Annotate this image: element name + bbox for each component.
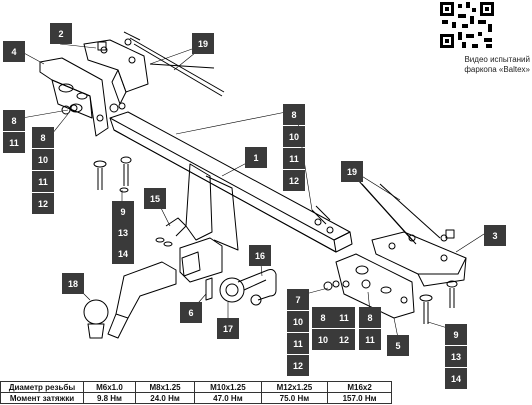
callout-10: 10 — [287, 311, 309, 332]
callout-12: 12 — [333, 329, 355, 350]
callout-3: 3 — [484, 225, 506, 246]
callout-12: 12 — [283, 170, 305, 191]
torque-table: Диаметр резьбы M6x1.0 M8x1.25 M10x1.25 M… — [0, 381, 392, 404]
thread-diameter-header: Диаметр резьбы — [0, 381, 84, 393]
callout-8: 8 — [312, 307, 334, 328]
callout-14: 14 — [112, 243, 134, 264]
callout-10: 10 — [312, 329, 334, 350]
callout-13: 13 — [445, 346, 467, 367]
tightening-torque-row: Момент затяжки 9.8 Нм 24.0 Нм 47.0 Нм 75… — [0, 392, 392, 404]
torque-cell: 24.0 Нм — [134, 392, 196, 404]
callout-13: 13 — [112, 222, 134, 243]
callout-4: 4 — [3, 41, 25, 62]
callout-5: 5 — [387, 335, 409, 356]
torque-cell: 47.0 Нм — [194, 392, 262, 404]
callout-17: 17 — [217, 318, 239, 339]
callout-8: 8 — [32, 127, 54, 148]
callout-8: 8 — [3, 110, 25, 131]
tightening-torque-header: Момент затяжки — [0, 392, 84, 404]
right-hardware-stack — [311, 205, 458, 324]
callout-8: 8 — [359, 307, 381, 328]
callout-11: 11 — [3, 132, 25, 153]
torque-cell: 75.0 Нм — [260, 392, 329, 404]
thread-cell: M6x1.0 — [83, 381, 136, 393]
callout-9: 9 — [445, 324, 467, 345]
leader-lines — [21, 43, 485, 339]
callout-8: 8 — [283, 104, 305, 125]
clip-15 — [155, 217, 187, 247]
rod-19-right — [357, 179, 455, 245]
tow-ball-bar — [83, 261, 177, 339]
callout-9: 9 — [112, 201, 134, 222]
callout-11: 11 — [333, 307, 355, 328]
callout-7: 7 — [287, 289, 309, 310]
callout-12: 12 — [32, 193, 54, 214]
thread-cell: M12x1.25 — [260, 381, 329, 393]
qr-caption-line1: Видео испытаний — [464, 55, 530, 64]
torque-cell: 9.8 Нм — [83, 392, 136, 404]
qr-code — [440, 2, 494, 48]
callout-1: 1 — [245, 147, 267, 168]
callout-11: 11 — [32, 171, 54, 192]
thread-cell: M10x1.25 — [194, 381, 262, 393]
main-crossbeam — [109, 111, 353, 283]
callout-11: 11 — [283, 148, 305, 169]
bolt-6 — [205, 277, 213, 301]
qr-caption: Видео испытаний фаркопа «Baltex» — [412, 55, 530, 75]
callout-18: 18 — [62, 273, 84, 294]
callout-19: 19 — [341, 161, 363, 182]
callout-15: 15 — [144, 188, 166, 209]
rod-19-upper — [123, 31, 225, 97]
callout-14: 14 — [445, 368, 467, 389]
pin-16 — [237, 269, 277, 306]
callout-16: 16 — [249, 245, 271, 266]
callout-6: 6 — [180, 302, 202, 323]
left-mounting-bracket — [39, 57, 109, 137]
callout-10: 10 — [283, 126, 305, 147]
ring-17 — [219, 277, 245, 303]
right-mounting-bracket — [335, 231, 467, 319]
thread-cell: M8x1.25 — [134, 381, 196, 393]
callout-19: 19 — [192, 33, 214, 54]
callout-10: 10 — [32, 149, 54, 170]
thread-cell: M16x2 — [327, 381, 392, 393]
callout-2: 2 — [50, 23, 72, 44]
torque-cell: 157.0 Нм — [327, 392, 392, 404]
callout-11: 11 — [359, 329, 381, 350]
qr-caption-line2: фаркопа «Baltex» — [464, 65, 530, 74]
callout-11: 11 — [287, 333, 309, 354]
upper-left-bracket — [83, 38, 149, 105]
thread-diameter-row: Диаметр резьбы M6x1.0 M8x1.25 M10x1.25 M… — [0, 381, 392, 393]
left-hardware-stack — [61, 102, 132, 193]
callout-12: 12 — [287, 355, 309, 376]
